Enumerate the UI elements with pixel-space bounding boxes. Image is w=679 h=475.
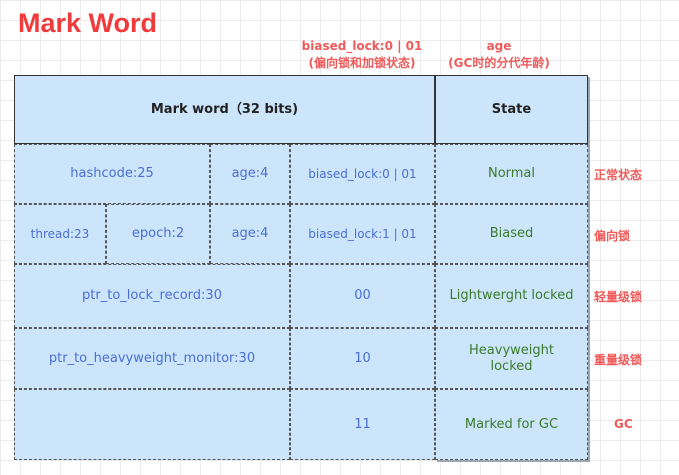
- normal-side-label: 正常状态: [594, 168, 643, 182]
- gc-side-label: GC: [614, 417, 633, 431]
- biased-lock-note-line1: biased_lock:0 | 01: [301, 39, 423, 53]
- gc-state-cell: Marked for GC: [435, 389, 588, 460]
- header-mark-word: Mark word（32 bits): [14, 75, 435, 144]
- heavyweight-state-cell: Heavyweight locked: [435, 328, 588, 389]
- normal-biased-lock-cell: biased_lock:0 | 01: [290, 144, 435, 204]
- header-state: State: [435, 75, 588, 144]
- gc-bits-cell: 11: [290, 389, 435, 460]
- normal-state-cell: Normal: [435, 144, 588, 204]
- lightweight-ptr-cell: ptr_to_lock_record:30: [14, 264, 290, 328]
- lightweight-bits-cell: 00: [290, 264, 435, 328]
- biased-epoch-cell: epoch:2: [106, 204, 210, 264]
- age-note-line1: age: [486, 39, 512, 53]
- biased-thread-cell: thread:23: [14, 204, 106, 264]
- biased-lock-note: biased_lock:0 | 01 (偏向锁和加锁状态): [300, 38, 424, 72]
- biased-age-cell: age:4: [210, 204, 290, 264]
- diagram-title: Mark Word: [18, 8, 158, 38]
- normal-hashcode-cell: hashcode:25: [14, 144, 210, 204]
- gc-empty-cell: [14, 389, 290, 460]
- biased-lock-note-line2: (偏向锁和加锁状态): [308, 56, 416, 70]
- biased-state-cell: Biased: [435, 204, 588, 264]
- lightweight-state-cell: Lightwerght locked: [435, 264, 588, 328]
- normal-age-cell: age:4: [210, 144, 290, 204]
- heavyweight-side-label: 重量级锁: [594, 353, 643, 367]
- age-note: age (GC时的分代年龄): [440, 38, 558, 72]
- age-note-line2: (GC时的分代年龄): [448, 56, 550, 70]
- heavyweight-ptr-cell: ptr_to_heavyweight_monitor:30: [14, 328, 290, 389]
- heavyweight-bits-cell: 10: [290, 328, 435, 389]
- lightweight-side-label: 轻量级锁: [594, 290, 643, 304]
- biased-side-label: 偏向锁: [594, 229, 631, 243]
- biased-biased-lock-cell: biased_lock:1 | 01: [290, 204, 435, 264]
